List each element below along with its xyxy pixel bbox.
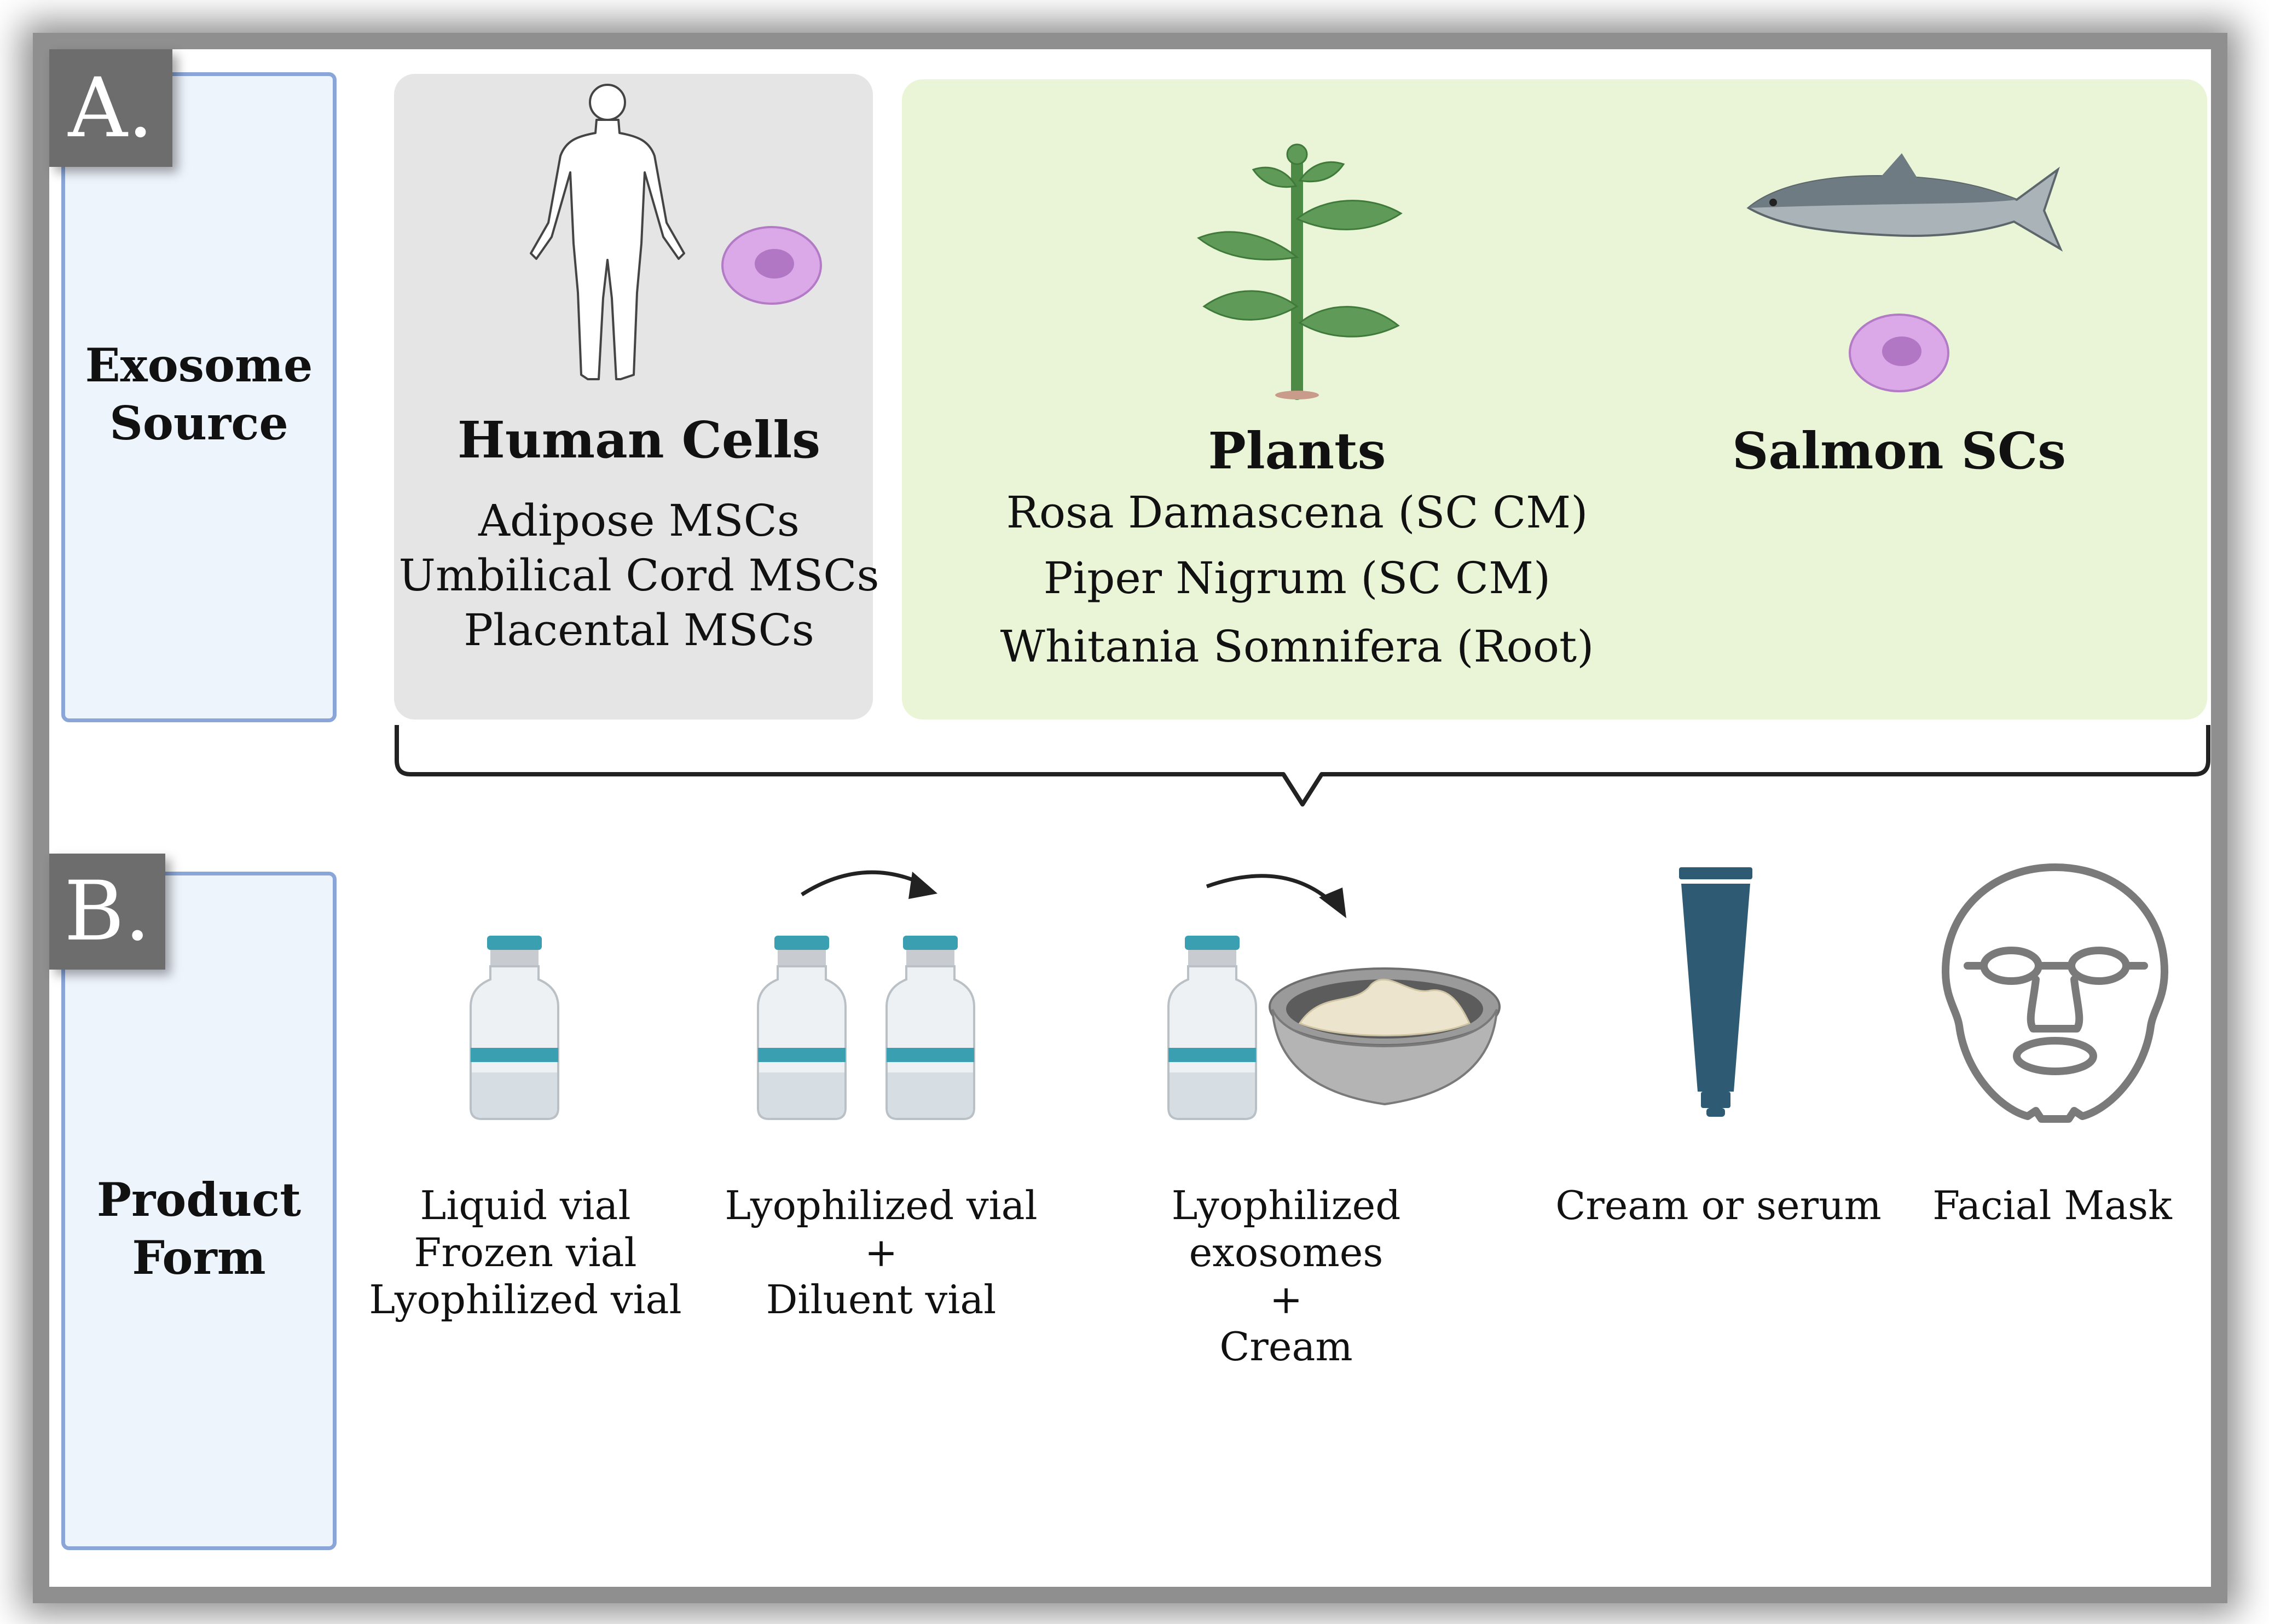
product-caption-lyophilized-diluent: Lyophilized vial + Diluent vial [711, 1182, 1051, 1323]
arrow-icon [801, 870, 937, 899]
product-form-label: Product Form [61, 1171, 337, 1287]
vial-icon [1167, 936, 1257, 1120]
tube-icon [1679, 867, 1752, 1117]
caption-line: Cream or serum [1555, 1182, 1882, 1228]
exosome-source-label-line1: Exosome [85, 338, 313, 392]
plant-icon [1197, 143, 1403, 400]
bowl-cream-icon [1269, 967, 1501, 1106]
plants-item: Whitania Somnifera (Root) [1000, 621, 1594, 672]
section-a-letter: A. [49, 49, 172, 167]
bracket [395, 725, 2210, 807]
salmon-title: Salmon SCs [1732, 421, 2067, 480]
product-caption-facial-mask: Facial Mask [1905, 1182, 2200, 1229]
product-caption-cream-serum: Cream or serum [1549, 1182, 1888, 1229]
exosome-source-label-line2: Source [109, 396, 288, 450]
product-caption-liquid-vial: Liquid vial Frozen vial Lyophilized vial [361, 1182, 690, 1323]
vial-icon [885, 936, 975, 1120]
caption-line: Frozen vial [414, 1229, 637, 1275]
product-caption-lyophilized-cream: Lyophilized exosomes + Cream [1138, 1182, 1434, 1370]
arrow-icon [1206, 874, 1346, 918]
cell-icon [721, 226, 822, 305]
facial-mask-icon [1942, 863, 2168, 1123]
human-cells-title: Human Cells [457, 410, 821, 469]
vial-icon [757, 936, 847, 1120]
caption-line: + [864, 1229, 898, 1275]
caption-line: Liquid vial [420, 1182, 631, 1228]
human-body-icon [530, 84, 685, 380]
section-b-letter: B. [49, 854, 165, 970]
caption-line: exosomes [1189, 1229, 1384, 1275]
product-form-label-line1: Product [96, 1173, 302, 1227]
plants-title: Plants [1208, 421, 1386, 480]
caption-line: Facial Mask [1932, 1182, 2172, 1228]
exosome-source-box [61, 72, 337, 722]
caption-line: Lyophilized vial [369, 1277, 682, 1323]
caption-line: Cream [1219, 1324, 1353, 1370]
caption-line: Lyophilized [1171, 1182, 1401, 1228]
product-form-label-line2: Form [132, 1231, 266, 1285]
cell-icon [1849, 314, 1949, 392]
plants-salmon-panel [902, 79, 2207, 720]
plants-item: Rosa Damascena (SC CM) [1006, 487, 1588, 538]
human-cells-item: Umbilical Cord MSCs [398, 550, 879, 601]
caption-line: + [1269, 1277, 1303, 1323]
plants-item: Piper Nigrum (SC CM) [1043, 553, 1551, 604]
salmon-icon [1746, 153, 2063, 252]
product-form-box [61, 872, 337, 1550]
human-cells-item: Placental MSCs [464, 605, 814, 656]
caption-line: Lyophilized vial [725, 1182, 1038, 1228]
caption-line: Diluent vial [766, 1277, 997, 1323]
human-cells-item: Adipose MSCs [478, 495, 800, 546]
exosome-source-label: Exosome Source [61, 337, 337, 453]
vial-icon [470, 936, 559, 1120]
